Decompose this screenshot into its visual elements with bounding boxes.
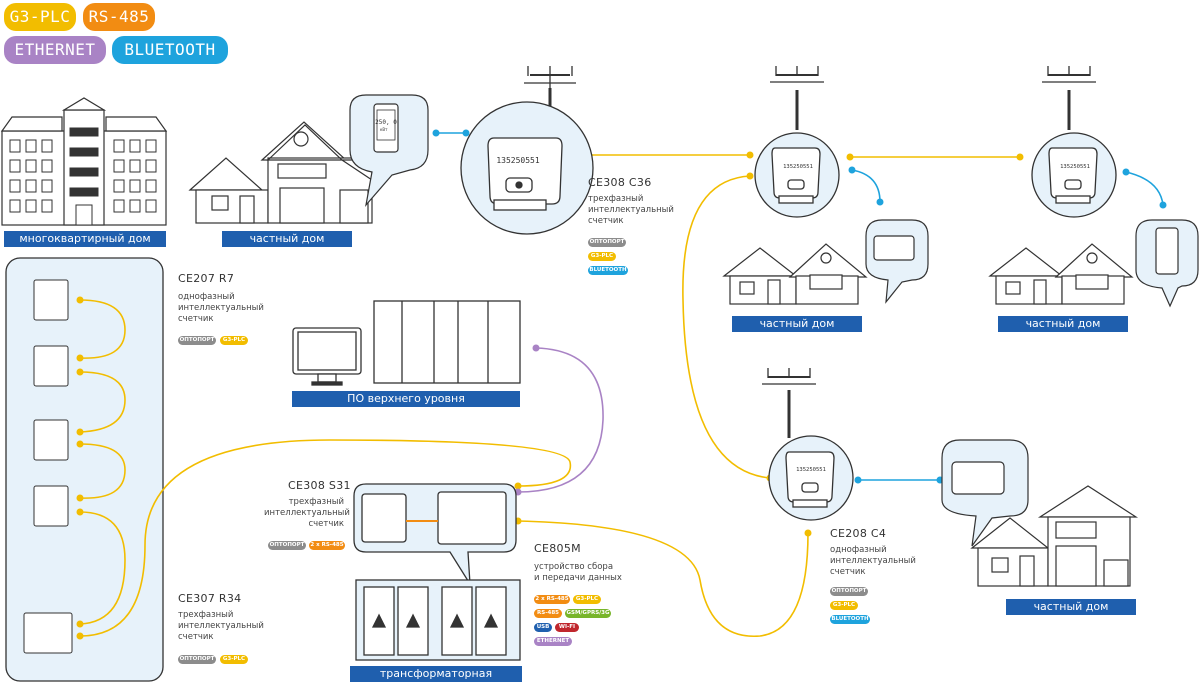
- pole-meter-2: [754, 66, 840, 218]
- transformer-substation: [355, 579, 521, 661]
- network-diagram: 250, 0 кВт 135250551 135250551 1: [0, 66, 1199, 682]
- meter-serial-3: 135250551: [1060, 164, 1090, 170]
- tag-optoport: ОПТОПОРТ: [178, 336, 216, 345]
- meter-serial-c36: 135250551: [496, 156, 540, 165]
- ce308c36-meter-graphic: [460, 66, 594, 235]
- house-4-bubble: [941, 439, 1029, 547]
- device-title: СЕ805М: [534, 542, 581, 555]
- device-title: СЕ307 R34: [178, 592, 242, 605]
- house-3-bubble: [1135, 219, 1199, 308]
- legend-g3plc-tag: G3-PLC: [4, 3, 76, 31]
- tag-bluetooth: BLUETOOTH: [588, 266, 628, 275]
- device-title: СЕ308 S31: [288, 479, 351, 492]
- tag-gsm: GSM/GPRS/3G: [565, 609, 611, 618]
- tag-g3plc: G3-PLC: [220, 336, 248, 345]
- house-4: [970, 485, 1139, 587]
- tag-rs485: RS-485: [534, 609, 562, 618]
- meter-serial-ce208: 135250551: [796, 467, 826, 473]
- house-2-bubble: [865, 219, 929, 304]
- phone-reading: 250, 0: [375, 119, 397, 126]
- label-apartment: многоквартирный дом: [4, 231, 166, 247]
- tag-optoport: ОПТОПОРТ: [588, 238, 626, 247]
- ce208c4-meter-graphic: [762, 368, 854, 521]
- label-house-4: частный дом: [1006, 599, 1136, 615]
- software-graphics: [292, 300, 521, 386]
- tag-bluetooth: BLUETOOTH: [830, 615, 870, 624]
- device-title: СЕ207 R7: [178, 272, 235, 285]
- tag-g3plc: G3-PLC: [573, 595, 601, 604]
- house-1: [188, 121, 373, 224]
- legend-ethernet-tag: ETHERNET: [4, 36, 106, 64]
- tag-wifi: WI-FI: [555, 623, 579, 632]
- tag-optoport: ОПТОПОРТ: [268, 541, 306, 550]
- tag-optoport: ОПТОПОРТ: [178, 655, 216, 664]
- house-3: [988, 243, 1134, 305]
- tag-g3plc: G3-PLC: [588, 252, 616, 261]
- tag-2xrs485: 2 x RS-485: [309, 541, 345, 550]
- phone-unit: кВт: [380, 127, 388, 132]
- label-substation: трансформаторная подстанция: [350, 666, 522, 696]
- meter-serial-2: 135250551: [783, 164, 813, 170]
- label-house-1: частный дом: [222, 231, 352, 247]
- label-house-3: частный дом: [998, 316, 1128, 332]
- apartment-building: [0, 97, 168, 226]
- house-2: [722, 243, 868, 305]
- tag-optoport: ОПТОПОРТ: [830, 587, 868, 596]
- device-title: СЕ208 С4: [830, 527, 887, 540]
- ce805m-bubble: [353, 483, 517, 585]
- label-software: ПО верхнего уровня: [292, 391, 520, 407]
- tag-g3plc: G3-PLC: [220, 655, 248, 664]
- phone-bubble: [349, 94, 429, 208]
- apartment-meters: [23, 279, 73, 654]
- device-title: СЕ308 С36: [588, 176, 652, 189]
- tag-usb: USB: [534, 623, 552, 632]
- legend-rs485-tag: RS-485: [83, 3, 155, 31]
- tag-2xrs485: 2 x RS-485: [534, 595, 570, 604]
- pole-meter-3: [1031, 66, 1117, 218]
- legend-bluetooth-tag: BLUETOOTH: [112, 36, 228, 64]
- tag-ethernet: ETHERNET: [534, 637, 572, 646]
- label-house-2: частный дом: [732, 316, 862, 332]
- tag-g3plc: G3-PLC: [830, 601, 858, 610]
